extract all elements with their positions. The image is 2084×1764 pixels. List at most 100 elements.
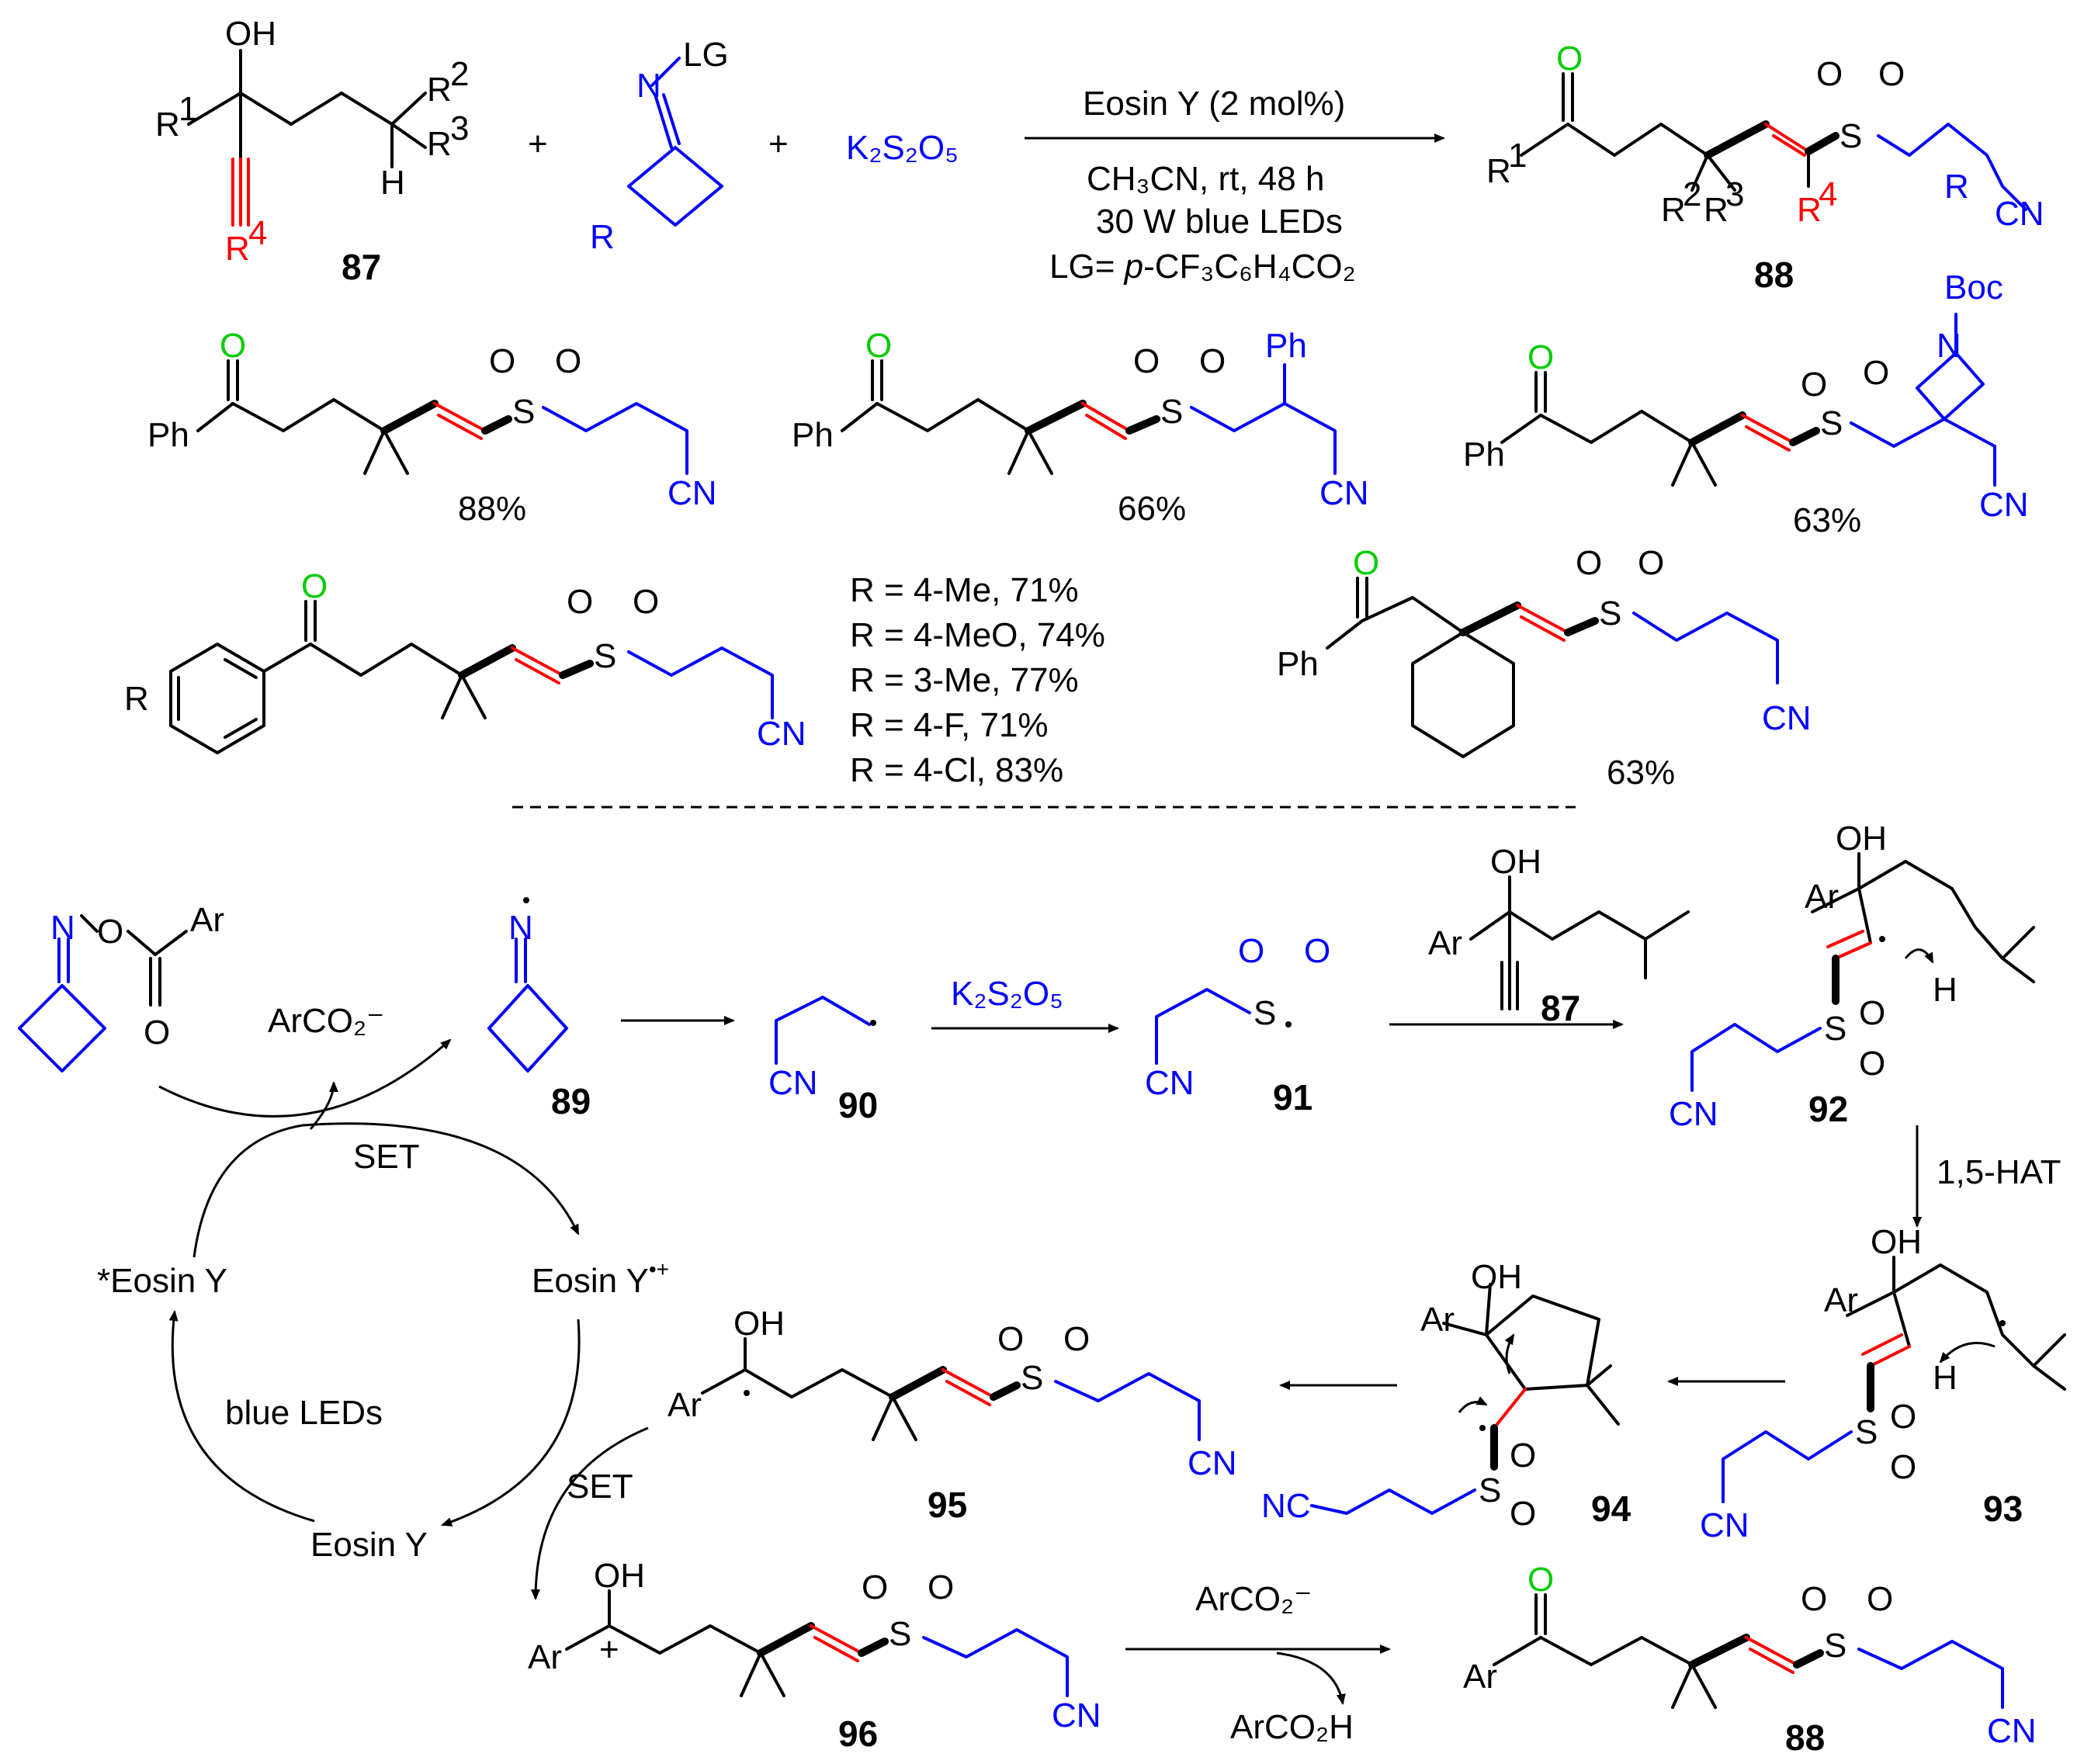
sulfonyl-sulfur: S xyxy=(1824,1010,1846,1048)
hydrogen-label: H xyxy=(380,164,405,202)
aryl-label: Ar xyxy=(190,901,224,939)
oxime-ester-reagent: N LG R xyxy=(590,36,729,256)
sulfonyl-oxygen: O xyxy=(1890,1398,1916,1436)
phenyl-label: Ph xyxy=(1463,435,1505,473)
radical-dot xyxy=(744,1390,750,1396)
sulfonyl-oxygen: O xyxy=(1867,1580,1893,1618)
sulfonyl-sulfur: S xyxy=(1479,1471,1501,1509)
cation-charge: + xyxy=(599,1631,619,1669)
sulfonyl-sulfur: S xyxy=(1820,404,1843,442)
hydroxyl-label: OH xyxy=(1471,1258,1522,1296)
carboxylic-acid-label: ArCO₂H xyxy=(1230,1708,1354,1746)
compound-label-96: 96 xyxy=(838,1714,878,1754)
sulfonyl-oxygen: O xyxy=(1890,1448,1916,1486)
r4-label: R xyxy=(1797,191,1822,229)
cyclopentyl-radical-94: OH Ar S O O NC 94 xyxy=(1261,1258,1631,1533)
carbocation-96: OH Ar + S O O CN 96 xyxy=(528,1557,1101,1754)
sulfonyl-oxygen: O xyxy=(928,1568,954,1606)
radical-curly-arrow xyxy=(1458,1396,1488,1413)
r2-label: R xyxy=(1661,191,1686,229)
scope-product-3: O Ph S O O N Boc CN 63% xyxy=(1463,269,2029,539)
scope-product-aryl-series: O R S O O CN xyxy=(124,567,806,754)
carbonyl-oxygen: O xyxy=(220,327,246,365)
nitrile-label: CN xyxy=(1145,1064,1195,1102)
carbonyl-oxygen: O xyxy=(1527,1561,1554,1599)
sulfonyl-oxygen: O xyxy=(1576,544,1602,582)
oxidation-arrow xyxy=(531,1426,649,1600)
phenyl-label: Ph xyxy=(147,416,189,454)
r2-superscript: 2 xyxy=(1683,175,1701,213)
azetidine-nitrogen: N xyxy=(1937,327,1961,365)
aryl-substituent-label: R xyxy=(124,680,149,718)
ketyl-radical-95: OH Ar S O O CN 95 xyxy=(668,1305,1237,1525)
yield-label: 88% xyxy=(458,490,526,528)
substrate-87: OH R 1 R 2 R 3 H R 4 87 xyxy=(155,15,469,287)
compound-label-90: 90 xyxy=(838,1085,878,1125)
nitrile-label: CN xyxy=(1319,474,1369,512)
hydrogen-label: H xyxy=(1933,971,1957,1009)
photocatalytic-cycle: SET *Eosin Y Eosin Y•+ blue LEDs SET Eos… xyxy=(97,1122,669,1600)
sulfonyl-oxygen: O xyxy=(1510,1436,1536,1475)
iminyl-nitrogen: N xyxy=(508,909,533,947)
aryl-label: Ar xyxy=(1824,1281,1858,1319)
nitrile-label: CN xyxy=(757,715,806,753)
phenyl-label: Ph xyxy=(792,416,834,454)
sulfonyl-sulfur: S xyxy=(889,1615,911,1653)
plus-sign: + xyxy=(768,125,789,163)
nitrile-label: NC xyxy=(1261,1487,1311,1525)
yield-row: R = 4-Cl, 83% xyxy=(850,751,1063,789)
eosin-radical-cation-label: Eosin Y•+ xyxy=(532,1257,669,1300)
sulfonyl-radical-91: S O O CN 91 xyxy=(1145,932,1330,1118)
radical-dot xyxy=(1879,936,1885,942)
phenyl-label: Ph xyxy=(1277,645,1319,683)
sulfonyl-sulfur: S xyxy=(1855,1413,1878,1451)
r3-label: R xyxy=(1704,191,1729,229)
radical-dot xyxy=(1999,1320,2006,1326)
sulfonyl-oxygen: O xyxy=(1638,544,1664,582)
nitrile-label: CN xyxy=(668,474,717,512)
vinyl-radical-92: OH Ar H S O O CN 92 xyxy=(1669,820,2035,1133)
light-source-label: 30 W blue LEDs xyxy=(1096,203,1343,241)
r3-superscript: 3 xyxy=(1725,175,1744,213)
sulfonyl-oxygen: O xyxy=(1063,1320,1090,1358)
sulfonyl-oxygen: O xyxy=(633,583,659,621)
r2-label: R xyxy=(427,71,452,109)
r1-superscript: 1 xyxy=(1508,137,1527,175)
r4-superscript: 4 xyxy=(248,214,267,252)
sulfonyl-oxygen: O xyxy=(1878,55,1905,93)
hydroxyl-label: OH xyxy=(733,1305,785,1343)
cycle-arc-bottom-right xyxy=(441,1319,581,1527)
boc-protecting-group-label: Boc xyxy=(1944,269,2003,307)
radical-dot xyxy=(1479,1425,1486,1431)
cyanoalkyl-radical-90: CN 90 xyxy=(768,996,878,1125)
sulfonyl-oxygen: O xyxy=(555,342,581,380)
sulfonyl-oxygen: O xyxy=(1801,1580,1827,1618)
sulfonyl-oxygen: O xyxy=(1859,1045,1885,1083)
leaving-group-definition: LG= p-CF₃C₆H₄CO₂ xyxy=(1049,248,1356,286)
compound-label-93: 93 xyxy=(1983,1488,2023,1529)
carbonyl-oxygen: O xyxy=(1556,40,1583,78)
cycle-arc-top-right xyxy=(302,1122,580,1235)
cycle-arc-top-left xyxy=(192,1124,303,1258)
nitrile-label: CN xyxy=(1995,195,2044,233)
cycle-arc-bottom-left xyxy=(168,1310,315,1523)
aryl-label: Ar xyxy=(668,1386,702,1424)
nitrile-label: CN xyxy=(768,1064,818,1102)
sulfonyl-oxygen: O xyxy=(1863,354,1889,392)
carbonyl-oxygen: O xyxy=(144,1014,170,1052)
sulfonyl-oxygen: O xyxy=(1304,932,1330,970)
compound-label-92: 92 xyxy=(1808,1089,1848,1129)
compound-label-88: 88 xyxy=(1785,1717,1825,1758)
carbonyl-oxygen: O xyxy=(1527,338,1554,376)
reaction-conditions: Eosin Y (2 mol%) CH₃CN, rt, 48 h 30 W bl… xyxy=(1025,85,1445,286)
ring-substituent-label: R xyxy=(590,218,615,256)
yield-row: R = 4-Me, 71% xyxy=(850,571,1079,609)
r4-superscript: 4 xyxy=(1819,175,1837,213)
r3-label: R xyxy=(427,125,452,163)
oxime-ester-starting-material: N O Ar O xyxy=(18,901,224,1073)
sulfonyl-oxygen: O xyxy=(1510,1495,1536,1533)
sulfonyl-sulfur: S xyxy=(1824,1627,1846,1665)
hat-curly-arrow xyxy=(1904,948,1934,964)
compound-label-87: 87 xyxy=(1541,988,1580,1028)
nitrile-label: CN xyxy=(1669,1095,1718,1133)
